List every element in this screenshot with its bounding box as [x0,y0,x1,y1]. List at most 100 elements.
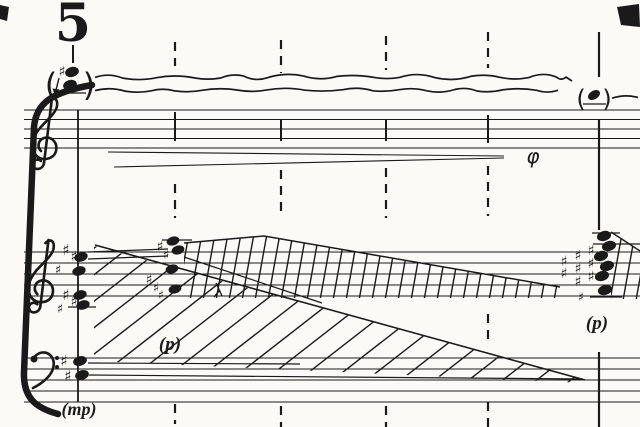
notehead [594,270,610,282]
sharp-accidental-icon: ♯ [575,274,582,290]
ledger-line [87,362,301,365]
sharp-accidental-icon: ♯ [157,239,164,255]
notehead [73,355,87,367]
sharp-accidental-icon: ♯ [57,302,63,317]
hatch-line [94,246,223,383]
notehead [166,236,180,246]
sharp-accidental-icon: ♯ [62,286,69,304]
hatch-line [331,236,347,298]
sharp-accidental-icon: ♯ [158,288,164,302]
barlines [77,32,601,427]
upper-band-top-edge [183,235,561,288]
notehead [601,240,617,252]
paren-open: ( [45,66,57,104]
paren-open: ( [576,85,585,113]
arrow-down-icon [55,77,60,91]
sharp-accidental-icon: ♯ [578,290,584,304]
notehead [72,266,86,276]
sharp-accidental-icon: ♯ [146,272,153,288]
sharp-accidental-icon: ♯ [71,294,78,310]
ledger-line [87,255,169,260]
sharp-accidental-icon: ♯ [163,248,169,263]
sharp-accidental-icon: ♯ [588,269,595,285]
hatch-line [539,236,555,298]
hatch-line [240,236,256,298]
hatch-line [344,236,360,298]
notehead [74,252,88,262]
notehead [588,89,600,101]
hatch-line [552,236,560,298]
hatch-line [611,232,624,299]
hatch-line [422,236,438,298]
notehead [171,245,185,255]
hatch-line [357,236,373,298]
sharp-accidental-icon: ♯ [71,249,78,265]
notehead [597,284,613,296]
hatch-line [318,236,334,298]
hatch-line [487,236,503,298]
system-bracket [20,81,96,418]
notehead [168,284,182,294]
hatch-line [383,236,399,298]
accidentals: ♯♯♯♯♯♯♯♯♯♯♯♯♯♯♯♯♯♯♯♯♯♯♯ [55,64,595,385]
notehead [165,264,179,274]
notehead [63,79,77,91]
hatch-line [474,236,490,298]
ledger-line [87,248,169,253]
hatch-line [471,246,585,383]
sharp-accidental-icon: ♯ [575,261,582,277]
hatch-line [94,246,155,383]
ledger-lines [57,92,640,380]
sharp-accidental-icon: ♯ [153,281,159,296]
lower-band-second-edge [183,256,323,304]
right-band-top-edge [610,231,640,252]
wavy-line [611,95,639,100]
sharp-accidental-icon: ♯ [64,367,71,385]
bass-clef-icon [30,351,59,390]
notehead [73,290,87,300]
rehearsal-number: 5 [55,0,91,54]
hatch-line [608,228,640,404]
treble-clef-icon [30,96,59,171]
sharp-accidental-icon: ♯ [561,266,568,282]
diminuendo-lower-line [113,157,505,168]
sharp-accidental-icon: ♯ [561,254,568,270]
hatch-line [621,232,637,299]
notehead [596,230,612,242]
notehead [593,250,609,262]
hatch-line [409,236,425,298]
glissando-band-lower [94,228,640,404]
hatch-line [448,236,464,298]
misc-marks [52,45,223,298]
niente-symbol: φ [526,144,539,168]
wavy-line [94,73,573,82]
sharp-accidental-icon: ♯ [575,248,582,264]
hatch-line [227,236,243,298]
hatch-line [253,236,269,298]
sharp-accidental-icon: ♯ [588,243,595,259]
vibrato-wavy-lines [94,73,639,100]
diminuendo-upper-line [107,151,505,157]
notehead [76,300,90,310]
hatch-line [500,236,516,298]
ledger-line [88,374,584,380]
dynamic-marking: (p) [159,334,181,355]
wavy-line [94,87,559,94]
paren-close: ) [602,85,611,113]
hatch-line [370,236,386,298]
sharp-accidental-icon: ♯ [588,256,595,272]
notehead [75,369,89,381]
arrow-head [52,88,60,96]
dynamic-marking: (p) [586,313,608,334]
notehead [65,66,79,78]
hatch-line [461,236,477,298]
hatch-line [505,246,585,383]
corner-mark [0,5,9,21]
sharp-accidental-icon: ♯ [59,64,66,80]
lambda-mark [213,282,223,298]
hatch-line [396,236,412,298]
hatch-line [526,236,542,298]
sharp-accidental-icon: ♯ [55,263,61,278]
